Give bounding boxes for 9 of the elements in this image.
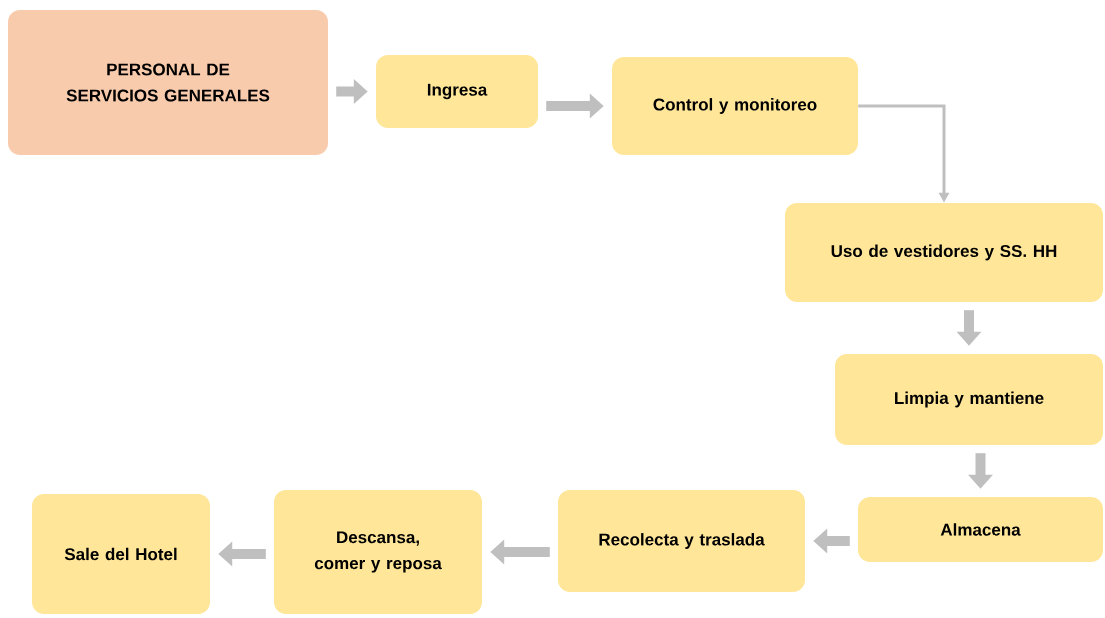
process-box: Control y monitoreo bbox=[612, 57, 858, 155]
process-box: Ingresa bbox=[376, 55, 538, 128]
process-box: Descansa, comer y reposa bbox=[274, 490, 482, 614]
process-box: Uso de vestidores y SS. HH bbox=[785, 203, 1103, 302]
process-box: Almacena bbox=[858, 497, 1103, 562]
process-box: Sale del Hotel bbox=[32, 494, 210, 614]
process-box: Limpia y mantiene bbox=[835, 354, 1103, 445]
process-box: Recolecta y traslada bbox=[558, 490, 805, 592]
process-box: PERSONAL DE SERVICIOS GENERALES bbox=[8, 10, 328, 155]
